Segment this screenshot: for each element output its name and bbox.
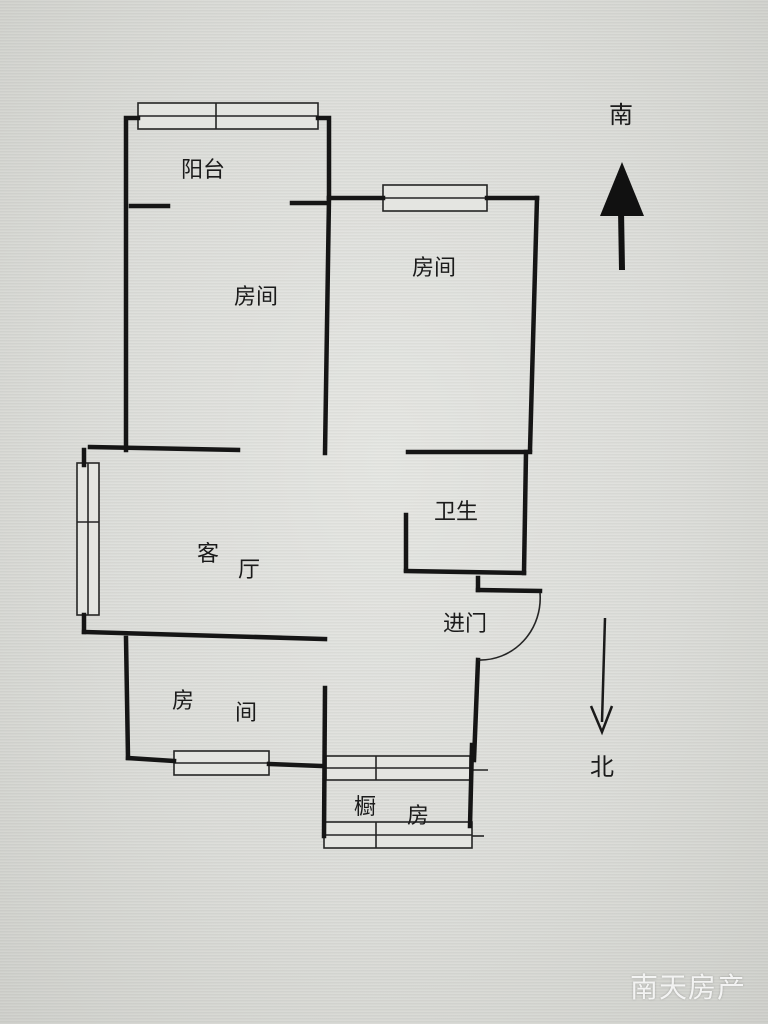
label-kitchen-part2: 房 (407, 804, 430, 829)
compass-south-arrow-icon (600, 162, 644, 271)
label-room-bottom-part1: 房 (172, 689, 195, 714)
window-living-room (76, 462, 100, 616)
label-entrance: 进门 (443, 612, 488, 637)
label-living-room-part1: 客 (197, 542, 220, 567)
label-kitchen-part1: 橱 (354, 795, 377, 820)
window-room-bottom (173, 750, 270, 776)
window-kitchen (323, 755, 488, 849)
label-room-top-right: 房间 (412, 256, 457, 281)
label-balcony: 阳台 (181, 158, 226, 183)
walls (81, 115, 543, 839)
window-balcony (137, 102, 319, 130)
compass-north-label: 北 (590, 753, 614, 781)
label-room-top-left: 房间 (234, 285, 279, 310)
entrance-door-arc (477, 592, 541, 661)
compass-south-label: 南 (609, 101, 633, 129)
window-room-top-right (382, 184, 488, 212)
label-bathroom: 卫生 (434, 500, 479, 525)
watermark-text: 南天房产 (629, 971, 746, 1004)
label-living-room-part2: 厅 (238, 558, 261, 583)
label-room-bottom-part2: 间 (235, 701, 258, 726)
compass-north-arrow-icon (589, 617, 614, 736)
